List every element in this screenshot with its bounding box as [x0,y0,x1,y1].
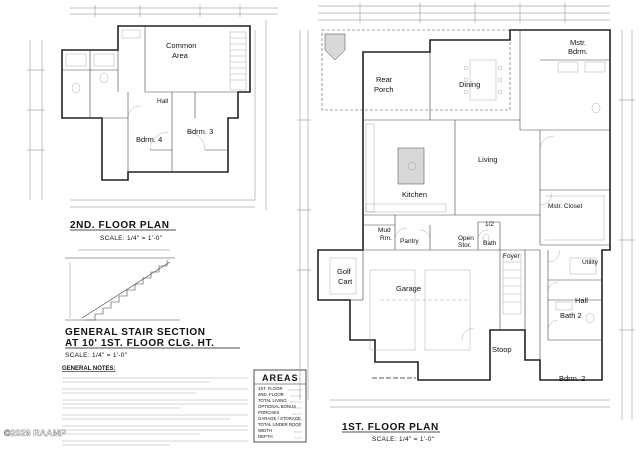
room-label-bdrm-4: Bdrm. 4 [136,135,162,144]
room-label-half: 1/2 [485,221,494,228]
general-notes-heading: GENERAL NOTES: [62,366,116,372]
room-label-pantry: Pantry [400,238,420,245]
stair-section-title-line-2: AT 10' 1ST. FLOOR CLG. HT. [65,338,214,349]
room-label-golf: Golf [337,267,352,276]
first-floor-interior-walls [350,30,610,360]
copyright-watermark: ©2026 RAAMP [4,428,66,438]
room-label-utility: Utility [582,259,599,266]
first-floor-door-swings [380,135,561,341]
second-floor-dimensions [27,5,278,210]
room-label-kitchen: Kitchen [402,190,427,199]
room-label-mud: Mud [378,227,391,234]
areas-table: AREAS 1ST. FLOOR 2ND. FLOOR TOTAL LIVING… [253,369,307,443]
general-notes: GENERAL NOTES: [62,366,248,446]
room-label-mstr-bdrm: Bdrm. [568,47,588,56]
areas-row-garage-storage: GARAGE / STORAGE [258,416,301,421]
stair-section-scale: SCALE: 1/4" = 1'-0" [65,352,128,359]
first-floor-plan: Rear Porch Dining Mstr. Bdrm. Living Kit… [297,3,635,443]
room-label-common-area-2: Area [172,51,189,60]
second-floor-interior-walls [62,26,238,172]
first-floor-dimensions [297,3,635,420]
stair-section: GENERAL STAIR SECTION AT 10' 1ST. FLOOR … [65,249,240,359]
room-label-stoop: Stoop [492,345,512,354]
second-floor-plan-title: 2ND. FLOOR PLAN [70,220,170,231]
room-label-golf-cart: Cart [338,277,353,286]
dining-table [463,59,503,101]
garage-parking [329,257,471,351]
rear-porch-outline [321,29,511,111]
areas-values-column [288,389,302,439]
room-label-living: Living [478,155,498,164]
room-label-half-bath: Bath [483,240,497,247]
room-label-mstr: Mstr. [570,38,586,47]
room-label-bdrm-2: Bdrm. 2 [559,374,585,383]
second-floor-stair [229,31,247,91]
first-floor-plan-title: 1ST. FLOOR PLAN [342,422,439,433]
areas-row-width: WIDTH [258,428,272,433]
room-label-hall: Hall [575,296,588,305]
kitchen-fixtures [365,123,447,213]
areas-row-depth: DEPTH [258,434,273,439]
areas-row-total-living: TOTAL LIVING [258,398,287,403]
first-floor-stair [502,253,522,315]
room-label-bath-2: Bath 2 [560,311,582,320]
areas-row-2nd-floor: 2ND. FLOOR [258,392,284,397]
room-label-open-stor: Stor. [458,242,472,249]
master-closet-shelving [545,195,605,241]
areas-row-optional-bonus: OPTIONAL BONUS [258,404,296,409]
stair-section-steps [85,260,168,321]
areas-row-total-under-roof: TOTAL UNDER ROOF [258,422,302,427]
bath-fixtures [482,61,606,324]
second-floor-fixtures [65,29,206,151]
second-floor-plan: Common Area Hall Bdrm. 4 Bdrm. 3 2ND. FL… [27,5,278,242]
room-label-bdrm-3: Bdrm. 3 [187,127,213,136]
room-label-mud-rm: Rm. [380,235,392,242]
second-floor-plan-scale: SCALE: 1/4" = 1'-0" [100,235,163,242]
general-notes-text-lines [62,377,248,446]
areas-row-porches: PORCHES [258,410,279,415]
room-label-hall: Hall [157,98,169,105]
fireplace [324,33,346,61]
first-floor-plan-scale: SCALE: 1/4" = 1'-0" [372,436,435,443]
areas-row-1st-floor: 1ST. FLOOR [258,386,283,391]
room-label-garage: Garage [396,284,421,293]
room-label-rear: Rear [376,75,393,84]
room-label-common-area: Common [166,41,196,50]
room-label-porch: Porch [374,85,394,94]
areas-table-heading: AREAS [262,373,299,383]
stair-section-title-line-1: GENERAL STAIR SECTION [65,327,206,338]
room-label-dining: Dining [459,80,480,89]
room-label-open: Open [458,235,474,242]
room-label-mstr-closet: Mstr. Closet [548,203,583,210]
room-label-foyer: Foyer [503,253,520,260]
